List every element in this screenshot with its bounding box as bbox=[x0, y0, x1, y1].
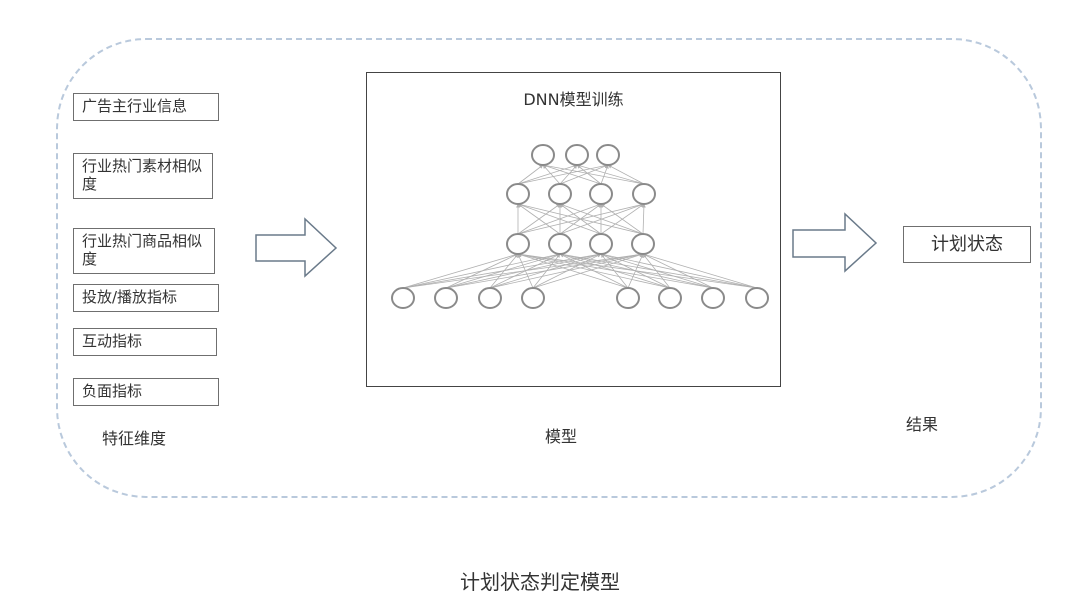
network-edge bbox=[517, 163, 609, 185]
network-edge bbox=[542, 164, 602, 185]
network-node-layer-3 bbox=[434, 287, 458, 309]
model-title: DNN模型训练 bbox=[523, 90, 624, 109]
network-edge bbox=[517, 252, 714, 289]
network-node-layer-3 bbox=[658, 287, 682, 309]
feature-label: 互动指标 bbox=[82, 332, 143, 350]
network-edge bbox=[600, 203, 644, 235]
network-edge bbox=[402, 253, 519, 289]
network-edge bbox=[576, 164, 645, 185]
network-edge bbox=[576, 164, 602, 185]
network-edge bbox=[542, 163, 645, 185]
result-caption: 结果 bbox=[906, 415, 939, 434]
network-node-layer-0 bbox=[565, 144, 589, 166]
network-edge bbox=[559, 164, 609, 185]
feature-box-advertiser-industry: 广告主行业信息 bbox=[73, 93, 219, 121]
network-edge bbox=[489, 253, 602, 289]
network-edge bbox=[517, 252, 671, 289]
network-edge bbox=[532, 253, 602, 289]
network-edge bbox=[517, 203, 602, 235]
feature-box-hot-product-similarity: 行业热门商品相似度 bbox=[73, 228, 215, 274]
network-edge bbox=[489, 253, 519, 289]
feature-box-negative-metrics: 负面指标 bbox=[73, 378, 219, 406]
diagram-frame bbox=[56, 38, 1042, 498]
features-caption: 特征维度 bbox=[102, 429, 167, 448]
result-label: 计划状态 bbox=[931, 234, 1003, 255]
network-edge bbox=[542, 164, 561, 185]
network-edge bbox=[517, 203, 561, 235]
network-node-layer-3 bbox=[478, 287, 502, 309]
network-node-layer-3 bbox=[616, 287, 640, 309]
network-node-layer-2 bbox=[589, 233, 613, 255]
network-edge bbox=[559, 252, 758, 289]
network-edges bbox=[402, 163, 758, 289]
arrow-model-to-result bbox=[792, 212, 878, 273]
network-node-layer-1 bbox=[506, 183, 530, 205]
network-edge bbox=[600, 164, 609, 185]
network-edge bbox=[607, 164, 645, 185]
network-edge bbox=[517, 202, 644, 235]
network-node-layer-2 bbox=[506, 233, 530, 255]
model-caption: 模型 bbox=[545, 427, 578, 446]
network-node-layer-1 bbox=[589, 183, 613, 205]
feature-label: 负面指标 bbox=[82, 382, 143, 400]
network-edge bbox=[517, 252, 758, 289]
network-edge bbox=[600, 252, 758, 289]
network-nodes bbox=[391, 144, 769, 309]
network-edge bbox=[445, 253, 561, 289]
feature-box-hot-material-similarity: 行业热门素材相似度 bbox=[73, 153, 213, 199]
network-edge bbox=[642, 253, 758, 289]
feature-label: 行业热门素材相似度 bbox=[82, 157, 203, 193]
network-node-layer-2 bbox=[631, 233, 655, 255]
network-edge bbox=[445, 252, 602, 289]
network-node-layer-1 bbox=[548, 183, 572, 205]
feature-label: 行业热门商品相似度 bbox=[82, 232, 203, 268]
feature-box-delivery-metrics: 投放/播放指标 bbox=[73, 284, 219, 312]
network-node-layer-3 bbox=[701, 287, 725, 309]
network-edge bbox=[517, 164, 578, 185]
network-edge bbox=[532, 253, 644, 289]
network-edge bbox=[641, 203, 646, 235]
network-node-layer-2 bbox=[548, 233, 572, 255]
feature-label: 广告主行业信息 bbox=[82, 97, 188, 115]
network-node-layer-1 bbox=[632, 183, 656, 205]
network-node-layer-0 bbox=[596, 144, 620, 166]
network-edge bbox=[445, 253, 519, 289]
feature-label: 投放/播放指标 bbox=[82, 288, 178, 306]
network-edge bbox=[517, 253, 534, 289]
network-node-layer-0 bbox=[531, 144, 555, 166]
arrow-features-to-model bbox=[255, 217, 338, 278]
network-node-layer-3 bbox=[391, 287, 415, 309]
network-edge bbox=[559, 203, 644, 235]
result-box: 计划状态 bbox=[903, 226, 1031, 263]
network-edge bbox=[517, 253, 629, 289]
network-node-layer-3 bbox=[521, 287, 545, 309]
diagram-title: 计划状态判定模型 bbox=[460, 570, 620, 594]
network-node-layer-3 bbox=[745, 287, 769, 309]
feature-box-interaction-metrics: 互动指标 bbox=[73, 328, 217, 356]
network-edge bbox=[559, 164, 578, 185]
network-edge bbox=[517, 164, 544, 185]
